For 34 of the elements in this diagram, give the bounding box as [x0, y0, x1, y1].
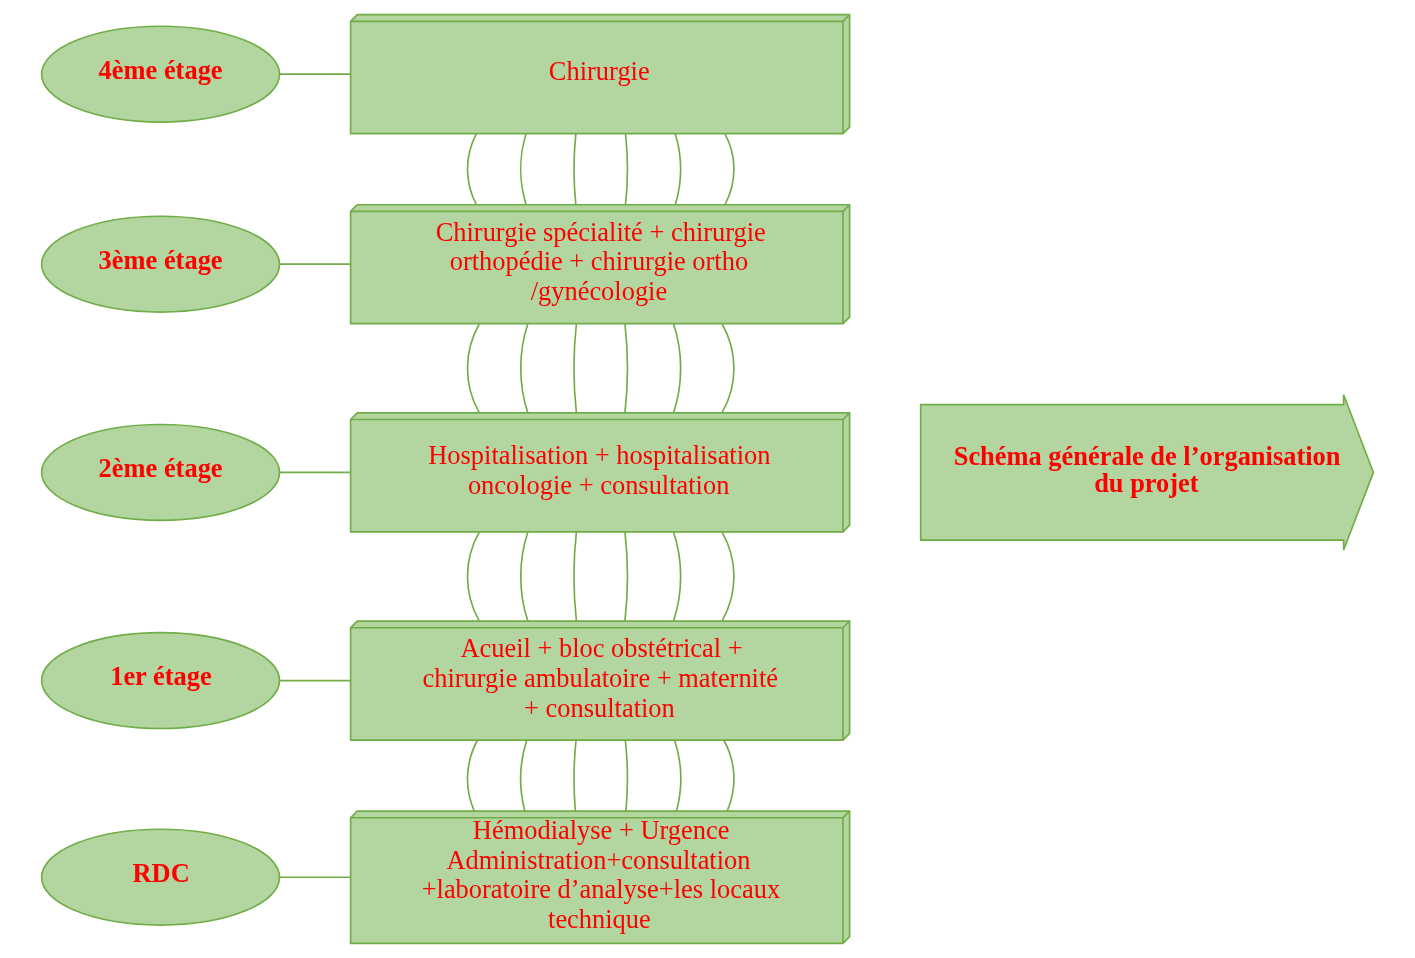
node-ellipse: 2ème étage — [40, 423, 281, 522]
connector — [573, 323, 578, 414]
connector — [279, 876, 352, 879]
connector — [721, 531, 735, 622]
connector — [624, 531, 629, 622]
node-ellipse: 3ème étage — [40, 215, 281, 313]
connector — [279, 471, 352, 474]
node-ellipse: RDC — [40, 828, 281, 926]
connector — [519, 323, 529, 414]
connector — [466, 133, 478, 206]
connector — [624, 323, 629, 414]
node-ellipse: 1er étage — [40, 631, 281, 730]
connector — [519, 133, 527, 206]
connector — [520, 739, 528, 812]
connector — [573, 133, 577, 206]
node-ellipse: 4ème étage — [40, 25, 281, 123]
connector — [723, 739, 735, 812]
connector — [724, 133, 735, 206]
connector — [721, 323, 735, 414]
connector — [466, 739, 479, 812]
connector — [673, 739, 682, 812]
connector — [279, 263, 352, 266]
connector — [466, 323, 480, 414]
connector — [624, 133, 629, 206]
connector — [672, 323, 682, 414]
connector — [519, 531, 529, 622]
connector — [674, 133, 682, 206]
connector — [573, 531, 578, 622]
connector — [672, 531, 682, 622]
connector — [279, 73, 352, 75]
connector — [624, 739, 629, 812]
connector — [573, 739, 577, 812]
connector — [279, 679, 352, 682]
connector — [466, 531, 480, 622]
